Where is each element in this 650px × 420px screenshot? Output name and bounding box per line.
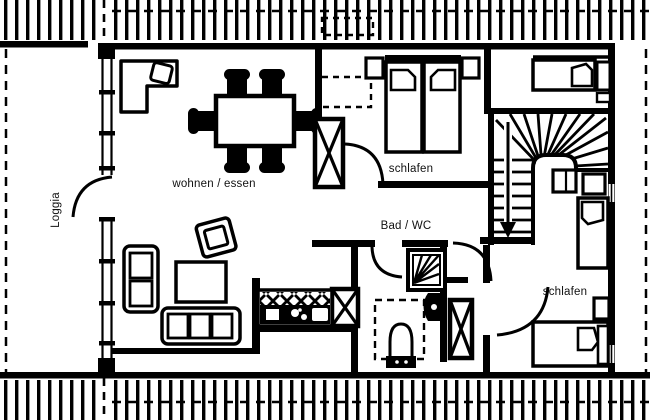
room-living-dining: wohnen / essen <box>119 59 322 346</box>
vestibule-door-arc <box>452 241 493 282</box>
l-shaped-sofa-icon <box>119 59 179 114</box>
kitchenette-icon <box>256 288 334 328</box>
headboard <box>385 55 461 63</box>
wall-bath-top-b <box>402 240 448 247</box>
wall-right <box>608 43 615 378</box>
two-seat-sofa-icon <box>122 244 160 314</box>
nightstand-icon <box>592 296 611 321</box>
wc-toilet-icon <box>386 322 416 368</box>
dining-chairs <box>188 69 322 173</box>
wall-bottom <box>0 372 650 379</box>
loggia-glazing <box>98 43 115 373</box>
dashed-guides <box>4 16 648 372</box>
coffee-table-icon <box>174 260 228 304</box>
wall-vestibule <box>446 277 468 283</box>
stair-treads <box>494 113 609 234</box>
wall-top-loggia <box>0 41 88 48</box>
appliance <box>266 309 279 320</box>
duct-shafts <box>312 116 475 361</box>
wall-bath-top-a <box>312 240 375 247</box>
winder-staircase-icon <box>494 113 609 245</box>
wall-top <box>112 43 615 50</box>
bathroom-label: Bad / WC <box>381 220 432 232</box>
wall-kitchen-stub <box>252 278 260 354</box>
stair-duct-box <box>551 168 578 194</box>
roof-window-dashed <box>320 16 375 37</box>
bedroom-top-label: schlafen <box>389 163 433 175</box>
headroom-dashed-line <box>322 75 373 109</box>
pillow <box>580 200 605 226</box>
stair-direction-arrow <box>500 122 516 238</box>
wall-living-bedroom <box>315 49 322 119</box>
room-bedroom-right: schlafen <box>496 172 611 368</box>
bedroom-top-door-arc <box>344 142 385 185</box>
wall-stair-left <box>488 113 494 245</box>
bed-head-panel <box>596 324 610 366</box>
nightstand-icon <box>595 60 612 92</box>
shower-icon <box>406 248 447 292</box>
sink <box>312 308 328 321</box>
counter-hatch <box>260 292 330 306</box>
gallery-bed <box>531 55 612 104</box>
roof-hatch-bottom <box>0 378 650 420</box>
arrow-head-down <box>500 222 516 238</box>
wall-stair-top <box>488 108 612 114</box>
wall-knee-living <box>112 348 258 354</box>
wall-bedroom-right-b <box>483 335 490 372</box>
single-bed-vertical-icon <box>576 196 610 270</box>
window-right-wall <box>608 184 615 363</box>
wall-bath-right <box>440 247 447 362</box>
loggia-door-arc <box>71 175 113 218</box>
duct-shaft-3 <box>447 297 475 361</box>
room-bedroom-top: schlafen <box>344 55 481 185</box>
cooktop-burner <box>301 314 307 320</box>
roof-hatch-top <box>0 0 650 42</box>
pillow <box>429 68 457 92</box>
shelf <box>595 91 612 104</box>
nightstand-icon <box>364 56 385 80</box>
room-loggia: Loggia <box>50 43 115 373</box>
living-dining-label: wohnen / essen <box>171 178 255 190</box>
room-bathroom: Bad / WC <box>370 220 493 368</box>
bathroom-door-arc <box>370 246 403 279</box>
glazing-mullions <box>99 90 115 346</box>
stair-stringer <box>531 153 608 245</box>
nightstand-icon <box>581 172 607 196</box>
cooktop-burner <box>291 309 299 317</box>
duct-shaft-1 <box>312 116 346 190</box>
double-bed-icon <box>384 55 462 154</box>
wall-stair-bottom <box>480 237 533 244</box>
loggia-label: Loggia <box>50 192 62 228</box>
pillow <box>576 326 600 352</box>
nightstand-icon <box>460 56 481 80</box>
wall-bedroom-hall <box>378 181 490 188</box>
duct-shaft-2 <box>329 286 361 329</box>
wall-kitchen-bottom <box>252 325 358 332</box>
outer-walls <box>0 41 650 379</box>
wall-bedroom-gallery <box>484 49 491 114</box>
pillow <box>570 62 594 88</box>
pillow <box>389 68 417 92</box>
washbasin-icon <box>423 293 442 321</box>
three-seat-sofa-icon <box>160 306 242 346</box>
single-bed-horizontal-icon <box>531 320 610 368</box>
armchair-icon <box>194 216 238 259</box>
bedroom-right-label: schlafen <box>543 286 587 298</box>
dining-table-icon <box>188 69 322 173</box>
